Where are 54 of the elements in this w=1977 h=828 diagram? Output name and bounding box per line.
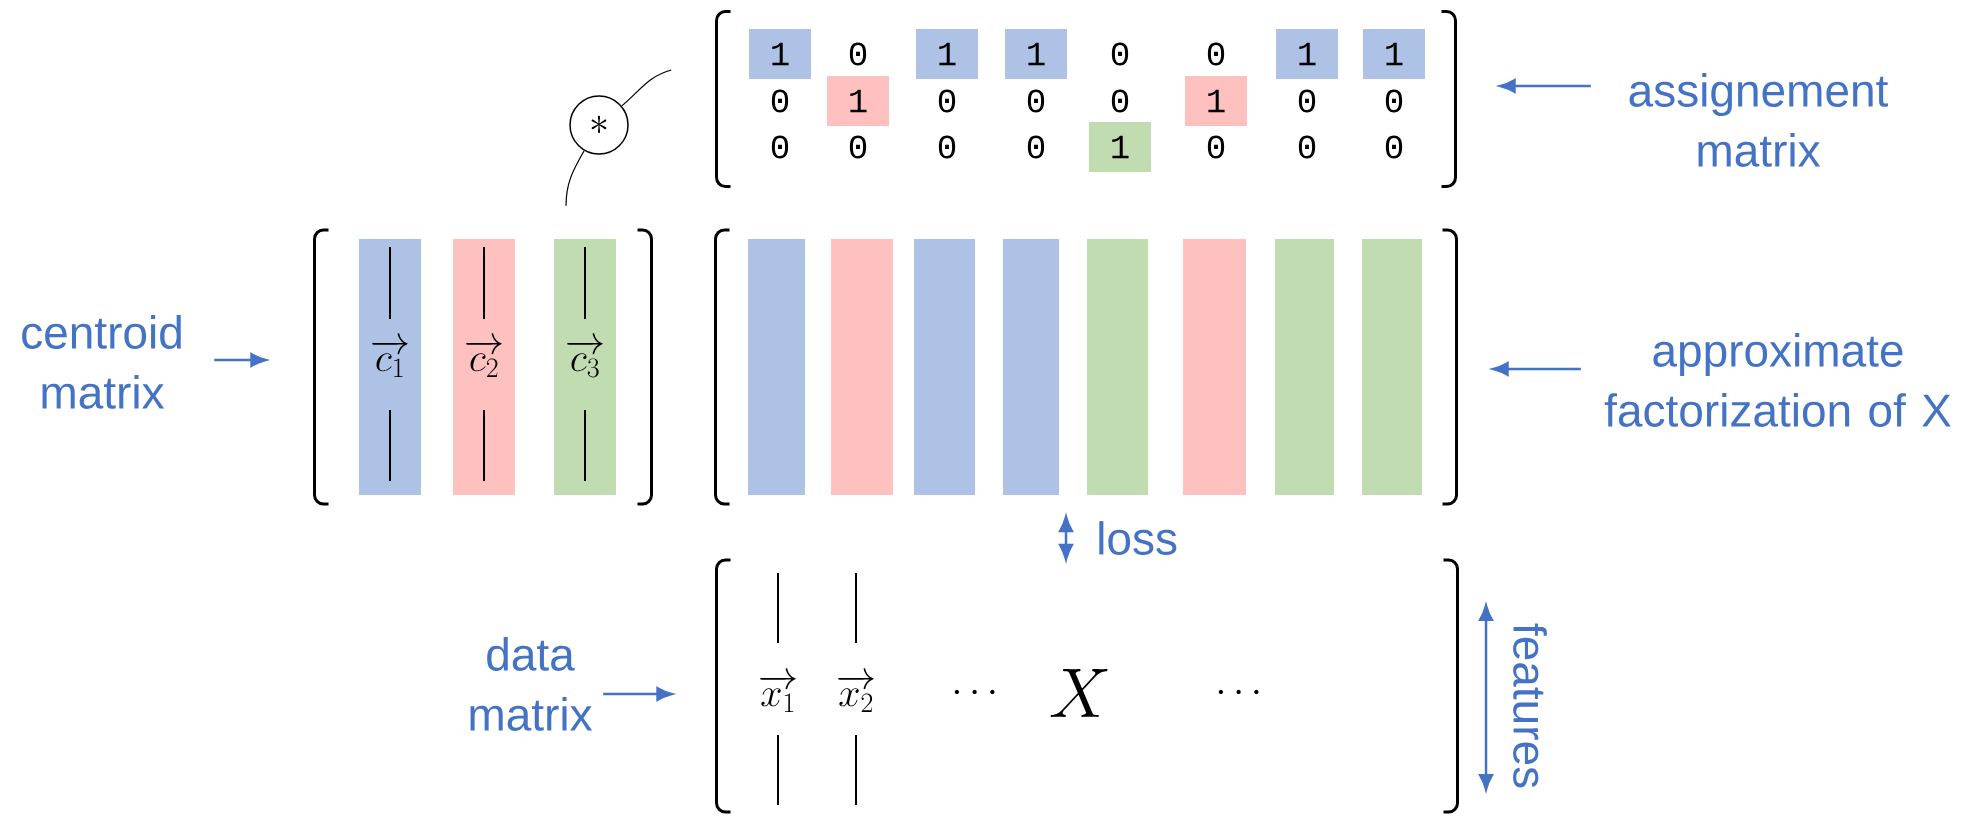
arrow [1499, 79, 1591, 93]
caption-text: assignement matrix [1629, 73, 1889, 167]
vector-column: $\overrightarrow{c_2}$ [453, 239, 515, 495]
arrow [1492, 362, 1581, 376]
matrix-entry: 0 [1385, 135, 1403, 159]
vector-column: $\overrightarrow{c_3}$ [554, 239, 616, 495]
caption-text: data matrix [470, 637, 593, 731]
highlighted-entry: 1 [1185, 76, 1247, 126]
connector-line [565, 150, 585, 207]
matrix-entry: 0 [1027, 135, 1045, 159]
double-arrow [1059, 515, 1073, 561]
connector-line [621, 69, 672, 107]
matrix-entry: 0 [1385, 89, 1403, 113]
matrix-entry: 0 [849, 135, 867, 159]
matrix-entry: 0 [771, 89, 789, 113]
caption-text: approximate factorization of X [1604, 333, 1951, 427]
ellipsis: $\cdots$ [954, 689, 995, 695]
matrix-entry: 0 [1027, 89, 1045, 113]
edge-label: loss [1094, 519, 1180, 557]
arrow [603, 687, 673, 701]
highlighted-entry: 1 [1089, 122, 1151, 172]
matrix-entry: 0 [849, 42, 867, 66]
highlighted-entry: 1 [1276, 29, 1338, 79]
vector-column: $\overrightarrow{c_1}$ [359, 239, 421, 495]
matrix-entry: 0 [1111, 42, 1129, 66]
highlighted-entry: 1 [1005, 29, 1067, 79]
matrix-entry: 0 [938, 89, 956, 113]
matrix-entry: 0 [1207, 42, 1225, 66]
column-bar [1087, 239, 1148, 495]
column-bar [1183, 239, 1246, 495]
matrix-entry: 0 [1298, 135, 1316, 159]
arrow [214, 353, 267, 367]
matrix-entry: 0 [1298, 89, 1316, 113]
matrix-symbol: $X$ [1050, 669, 1108, 717]
vector-column: $\overrightarrow{x_1}$ [760, 572, 796, 806]
column-bar [1275, 239, 1334, 495]
ellipsis: $\cdots$ [1218, 689, 1259, 695]
column-bar [1362, 239, 1422, 495]
matrix-entry: 0 [1207, 135, 1225, 159]
column-bar [1003, 239, 1059, 495]
highlighted-entry: 1 [749, 29, 811, 79]
highlighted-entry: 1 [916, 29, 978, 79]
dimension-label: features [1513, 623, 1547, 788]
highlighted-entry: 1 [827, 76, 889, 126]
column-bar [914, 239, 975, 495]
matrix-brackets [714, 228, 1458, 506]
matrix-entry: 0 [1111, 89, 1129, 113]
vector-column: $\overrightarrow{x_2}$ [838, 572, 874, 806]
highlighted-entry: 1 [1363, 29, 1425, 79]
caption-text: centroid matrix [22, 315, 181, 409]
matrix-entry: 0 [938, 135, 956, 159]
column-bar [748, 239, 805, 495]
matrix-entry: 0 [771, 135, 789, 159]
column-bar [831, 239, 893, 495]
